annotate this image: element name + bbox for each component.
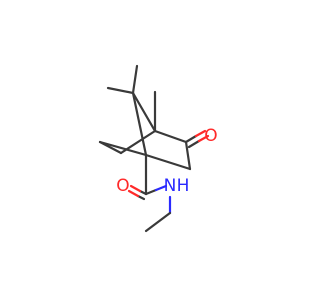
bond-c7-methyl-top [131,64,139,95]
bond-c1-c2 [153,129,188,144]
bond-c4-c3 [144,153,192,171]
bond-c5-c4 [98,140,148,157]
amide-nitrogen-label: N [164,176,177,196]
bond-c3-c2 [184,140,192,171]
molecule-structure-diagram: O O N H [98,64,218,233]
bond-c7-c1 [131,91,157,133]
amide-hydrogen-label: H [177,176,190,196]
n-methyl-bond [144,195,172,233]
amide-oxygen-label: O [116,176,129,196]
bond-c7-c4 [131,91,148,157]
amide-carbonyl-double-bond [127,184,148,201]
carbon-skeleton [98,64,192,196]
bond-c7-methyl-left [106,86,135,95]
amide-c-n-bond [144,184,168,196]
ketone-oxygen-label: O [204,126,217,146]
ketone-double-bond [184,129,210,149]
